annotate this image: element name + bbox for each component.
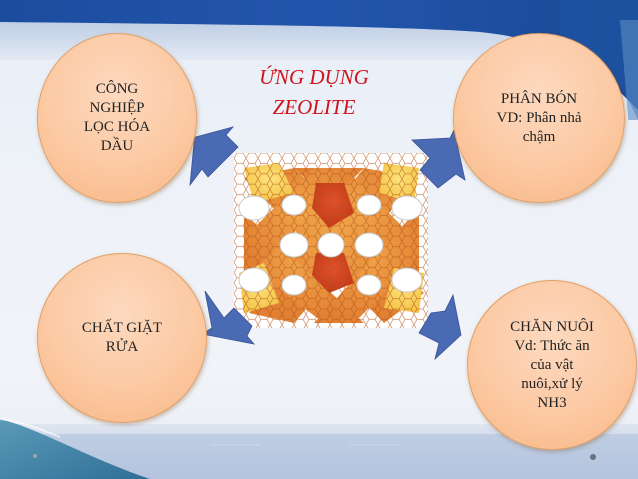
title-line-1: ỨNG DỤNG: [259, 65, 369, 89]
node-fertilizer: PHÂN BÓN VD: Phân nhả chậm: [453, 33, 625, 203]
node-detergent: CHẤT GIẶT RỬA: [37, 253, 207, 423]
arrow-up-right-icon: [411, 130, 466, 189]
bottom-wave-decoration: [0, 418, 638, 479]
arrow-down-right-icon: [418, 293, 462, 361]
node-label: CÔNG NGHIỆP LỌC HÓA DẦU: [83, 81, 151, 154]
node-label: PHÂN BÓN VD: Phân nhả chậm: [496, 90, 582, 145]
slide-indicator-dot-faint: [33, 454, 37, 458]
slide-title: ỨNG DỤNG ZEOLITE: [244, 62, 384, 122]
zeolite-structure-image: [234, 153, 428, 328]
node-petroleum-refining: CÔNG NGHIỆP LỌC HÓA DẦU: [37, 33, 197, 203]
arrow-down-left-icon: [202, 290, 256, 345]
arrow-up-left-icon: [188, 126, 239, 187]
node-label: CHĂN NUÔI Vd: Thức ăn của vật nuôi,xử lý…: [510, 318, 594, 411]
title-line-2: ZEOLITE: [272, 95, 356, 119]
node-livestock: CHĂN NUÔI Vd: Thức ăn của vật nuôi,xử lý…: [467, 280, 637, 450]
node-label: CHẤT GIẶT RỬA: [81, 320, 163, 355]
slide-indicator-dot: [590, 454, 596, 460]
